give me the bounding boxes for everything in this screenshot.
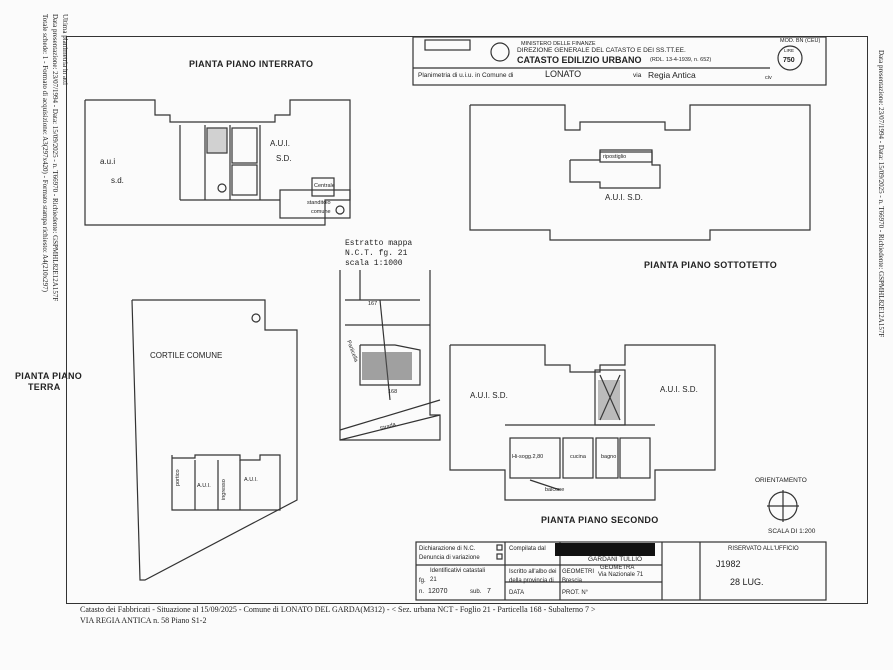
side-left-3: Totale schede: 1 - Formato di acquisizio…	[41, 14, 49, 292]
extract-sheet: N.C.T. fg. 21	[345, 249, 408, 258]
room-ripostiglio: ripostiglio	[603, 154, 627, 160]
plan-title-terra-2: TERRA	[28, 382, 61, 392]
plan-title-terra-1: PIANTA PIANO	[15, 371, 83, 381]
room-aui-sd-left: A.U.I. S.D.	[470, 391, 508, 400]
lire-text: LIRE	[784, 48, 795, 53]
tb-geometri: GEOMETRI	[562, 569, 595, 575]
civ-label: civ	[765, 75, 772, 81]
extract-map-outline	[339, 270, 441, 441]
office-text: CATASTO EDILIZIO URBANO	[517, 55, 642, 65]
room-cortile: CORTILE COMUNE	[150, 351, 223, 360]
model-text: MOD. BN (CEU)	[780, 38, 821, 44]
tb-stamp-2: 28 LUG.	[730, 577, 764, 587]
ministry-text: MINISTERO DELLE FINANZE	[521, 41, 596, 47]
law-text: (RDL. 13-4-1939, n. 652)	[650, 57, 712, 63]
tb-data: DATA	[509, 590, 525, 596]
header-box	[412, 36, 827, 86]
tb-dich-nc: Dichiarazione di N.C.	[419, 546, 476, 552]
room-soggiorno: Hi-sogg.2,80	[512, 454, 544, 460]
comune-value: LONATO	[545, 69, 582, 79]
tb-fg-val: 21	[430, 577, 437, 583]
room-aui-small: A.U.I.	[197, 483, 211, 489]
plan-title-sottotetto: PIANTA PIANO SOTTOTETTO	[644, 260, 778, 270]
room-aui-sd-right: A.U.I. S.D.	[660, 385, 698, 394]
tb-dich-var: Denuncia di variazione	[419, 555, 480, 561]
tb-name: GARDANI TULLIO	[588, 556, 643, 563]
direction-text: DIREZIONE GENERALE DEL CATASTO E DEI SS.…	[517, 47, 686, 54]
room-cucina: cucina	[570, 454, 586, 460]
tb-prot: PROT. N°	[562, 590, 589, 596]
side-left-1: Ultima planimetria in atti	[61, 14, 69, 85]
extract-parcel-1: 167	[368, 301, 378, 307]
plan-title-secondo: PIANTA PIANO SECONDO	[541, 515, 659, 525]
tb-riservato: RISERVATO ALL'UFFICIO	[728, 546, 799, 552]
room-sd-1: s.d.	[111, 176, 124, 185]
room-centrale: Centrale	[314, 183, 335, 189]
tb-fg: fg.	[419, 578, 426, 584]
price-text: 750	[783, 57, 795, 64]
tb-iscritto: Iscritto all'albo dei	[509, 569, 557, 575]
tb-stamp-1: J1982	[716, 559, 741, 569]
room-ingresso: ingresso	[221, 479, 227, 500]
footer-line-2: VIA REGIA ANTICA n. 58 Piano S1-2	[80, 616, 207, 625]
tb-n: n.	[419, 589, 425, 595]
secondo-outline	[449, 344, 716, 501]
cortile-outline	[131, 299, 298, 581]
tb-n-val: 12070	[428, 588, 448, 595]
via-prefix: via	[633, 72, 642, 79]
tb-ident: Identificativi catastali	[430, 568, 486, 574]
plan-prefix: Planimetria di u.i.u. in Comune di	[418, 72, 514, 79]
tb-prov-val: Brescia	[562, 578, 583, 584]
room-condominiale-2: comune	[311, 209, 331, 215]
side-right-1: Data presentazione: 23/07/1994 - Data: 1…	[877, 50, 885, 338]
side-left-2: Data presentazione: 23/07/1994 - Data: 1…	[51, 14, 59, 302]
footer-line-1: Catasto dei Fabbricati - Situazione al 1…	[80, 605, 596, 614]
via-value: Regia Antica	[648, 70, 696, 80]
room-aui-1: a.u.i	[100, 157, 116, 166]
room-bagno: bagno	[601, 454, 617, 460]
room-sd-2: S.D.	[276, 154, 292, 163]
room-sottotetto: A.U.I. S.D.	[605, 193, 643, 202]
extract-scale: scala 1:1000	[345, 259, 403, 268]
room-portico: portico	[175, 469, 181, 486]
extract-parcel-2: 168	[388, 389, 398, 395]
extract-title: Estratto mappa	[345, 239, 413, 248]
room-balcone: balcone	[545, 487, 565, 493]
plan-title-interrato: PIANTA PIANO INTERRATO	[189, 59, 314, 69]
sottotetto-outline	[469, 104, 811, 241]
scale-label: SCALA DI 1:200	[768, 528, 816, 535]
tb-role: GEOMETRA	[600, 565, 635, 571]
tb-compilata: Compilata dal	[509, 546, 546, 552]
redacted-box	[555, 543, 655, 556]
tb-addr: Via Nazionale 71	[598, 572, 644, 578]
room-condominiale-1: standitoio	[307, 200, 331, 206]
tb-sub: sub.	[470, 589, 482, 595]
tb-sub-val: 7	[487, 588, 491, 595]
room-aui-2: A.U.I.	[270, 139, 291, 148]
tb-provincia: della provincia di	[509, 578, 554, 584]
room-aui-small-2: A.U.I.	[244, 477, 258, 483]
orientation-label: ORIENTAMENTO	[755, 477, 807, 484]
interrato-outline	[84, 99, 351, 226]
emblem-icon	[490, 42, 510, 62]
title-block	[415, 541, 827, 601]
